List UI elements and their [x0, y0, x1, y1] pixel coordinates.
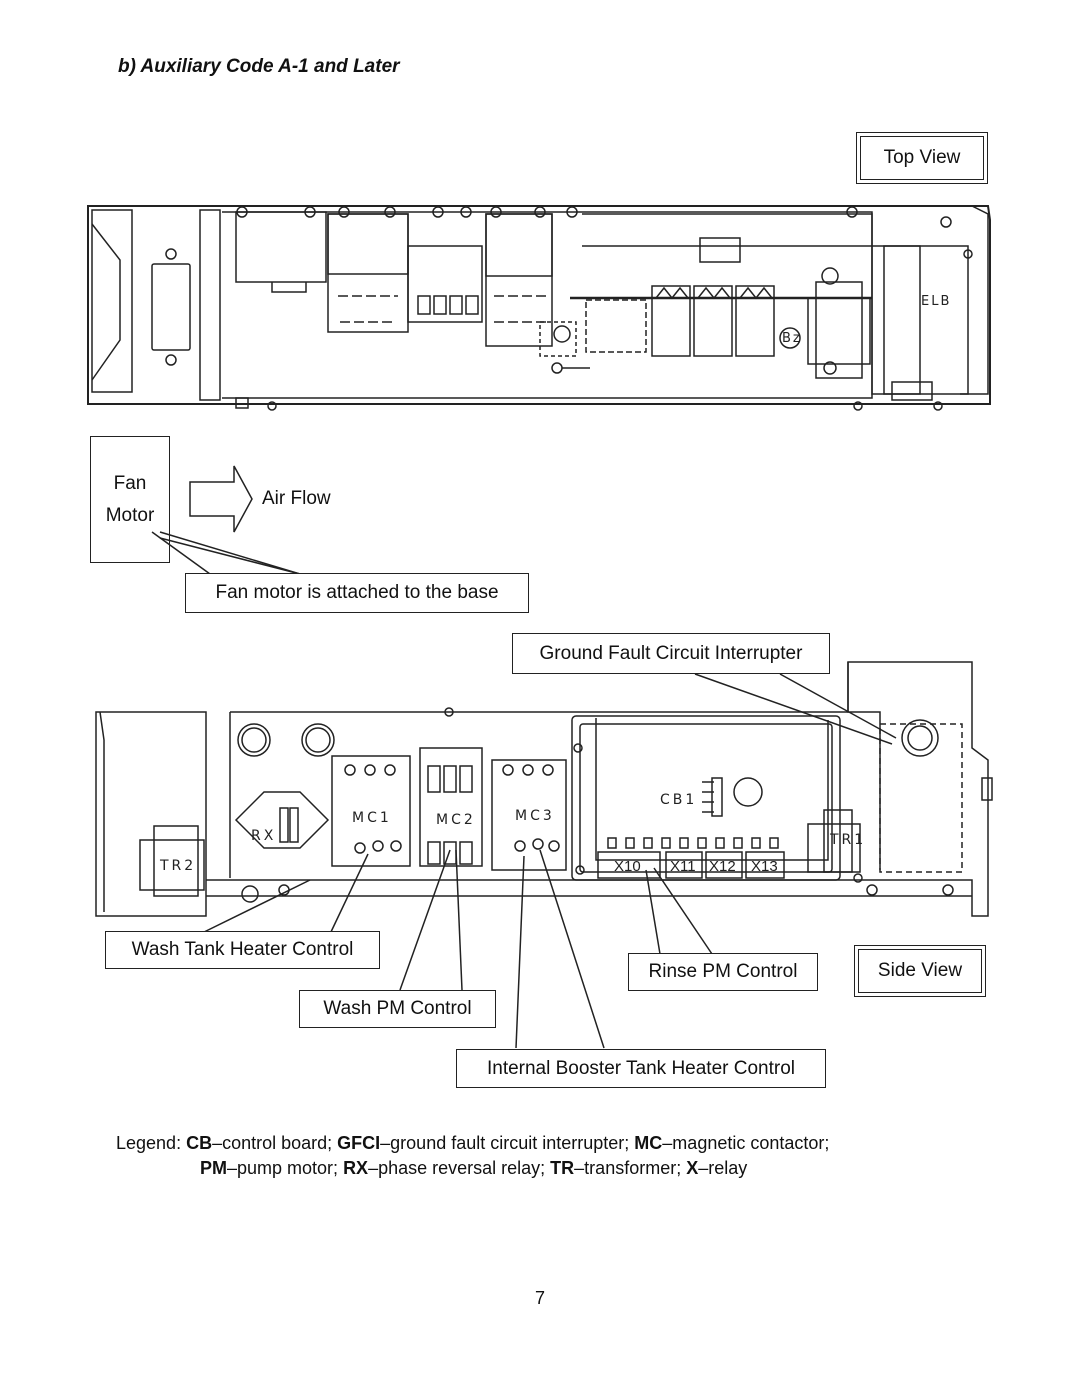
- legend-term: MC: [634, 1133, 663, 1153]
- page-number: 7: [534, 1288, 545, 1308]
- legend: Legend: CB–control board; GFCI–ground fa…: [116, 1131, 996, 1181]
- label-tr1: TR1: [829, 832, 866, 848]
- label-cb1: CB1: [660, 792, 697, 808]
- fan-motor-box: Fan Motor: [90, 436, 170, 563]
- callout-wash-tank-heater: Wash Tank Heater Control: [105, 931, 380, 969]
- label-tr2: TR2: [159, 858, 196, 874]
- legend-line-2: PM–pump motor; RX–phase reversal relay; …: [116, 1156, 996, 1181]
- side-view-chassis: [95, 661, 993, 917]
- legend-term: PM: [200, 1158, 227, 1178]
- legend-def: –phase reversal relay;: [368, 1158, 551, 1178]
- label-elb: ELB: [921, 294, 951, 309]
- label-mc3: MC3: [515, 808, 555, 824]
- air-flow-label: Air Flow: [262, 488, 331, 509]
- legend-term: CB: [186, 1133, 213, 1153]
- legend-def: –pump motor;: [227, 1158, 344, 1178]
- label-x12: X12: [709, 858, 736, 875]
- legend-def: –transformer;: [574, 1158, 687, 1178]
- legend-def: –magnetic contactor;: [662, 1133, 830, 1153]
- legend-def: –control board;: [212, 1133, 338, 1153]
- legend-def: –ground fault circuit interrupter;: [380, 1133, 635, 1153]
- fan-label-line1: Fan: [113, 472, 147, 494]
- legend-term: GFCI: [337, 1133, 381, 1153]
- legend-def: –relay: [698, 1158, 748, 1178]
- callout-fan-motor-note: Fan motor is attached to the base: [185, 573, 529, 613]
- top-view-label: Top View: [856, 132, 988, 184]
- callout-gfci: Ground Fault Circuit Interrupter: [512, 633, 830, 674]
- fan-label-line2: Motor: [105, 504, 155, 526]
- legend-term: X: [686, 1158, 699, 1178]
- label-rx: RX: [251, 828, 276, 844]
- side-view-label: Side View: [854, 945, 986, 997]
- label-mc2: MC2: [436, 812, 476, 828]
- callout-wash-pm: Wash PM Control: [299, 990, 496, 1028]
- label-mc1: MC1: [352, 810, 392, 826]
- callout-booster-heater: Internal Booster Tank Heater Control: [456, 1049, 826, 1088]
- legend-line-1: Legend: CB–control board; GFCI–ground fa…: [116, 1131, 996, 1156]
- label-x11: X11: [670, 858, 696, 875]
- top-view-chassis: [87, 205, 991, 411]
- legend-prefix: Legend:: [116, 1133, 187, 1153]
- label-x10: X10: [614, 858, 641, 875]
- legend-term: RX: [343, 1158, 369, 1178]
- label-x13: X13: [751, 858, 778, 875]
- section-heading: b) Auxiliary Code A-1 and Later: [118, 56, 400, 77]
- legend-term: TR: [550, 1158, 575, 1178]
- callout-rinse-pm: Rinse PM Control: [628, 953, 818, 991]
- air-flow-arrow: [189, 465, 253, 533]
- label-bz: Bz: [782, 331, 802, 346]
